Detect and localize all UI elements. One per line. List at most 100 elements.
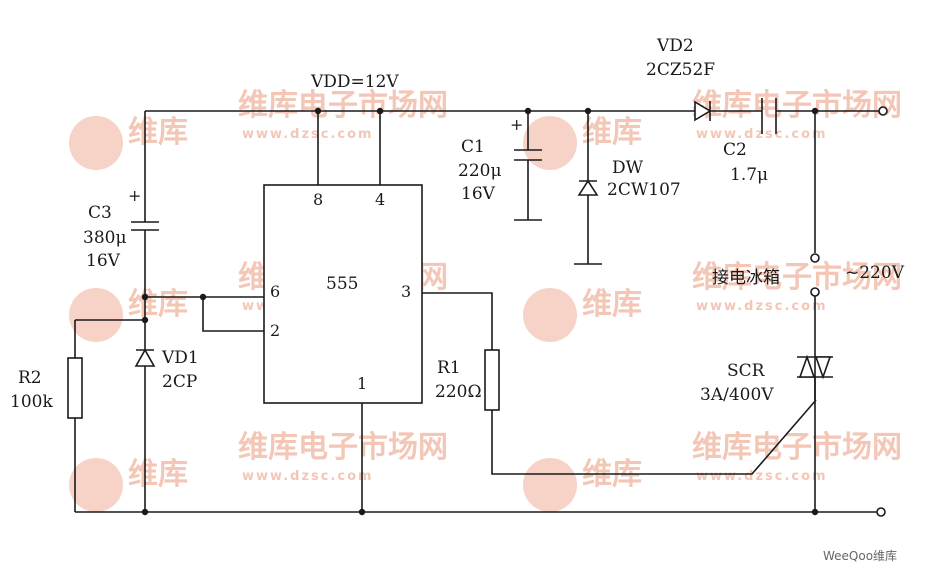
pin-label-3: 3 [401,282,411,301]
watermark-layer: 维库 维库电子市场网 www.dzsc.com 维库 维库电子市场网 www.d… [69,88,902,512]
vd1-part: 2CP [162,372,197,392]
dw-part: 2CW107 [607,180,681,200]
vdd-label: VDD=12V [310,72,399,92]
diode-triangle [134,348,156,367]
capacitor-c3: + [128,186,159,231]
scr-ref: SCR [727,361,766,381]
watermark-logo-icon [523,116,577,170]
c1-plus-sign: + [510,115,523,134]
diode-vd2 [694,100,712,122]
c2-value: 1.7μ [730,165,768,185]
junction-dot [584,107,592,115]
terminals [810,106,888,517]
r1-value: 220Ω [435,382,482,402]
scr-triangle [798,354,816,378]
watermark-url: www.dzsc.com [696,127,828,142]
c2-ref: C2 [723,140,747,160]
labels: VDD=12V ~220V C3 380μ 16V C1 220μ 16V C2… [10,36,905,412]
vd1-ref: VD1 [161,348,199,368]
capacitor-c1: + [510,115,542,161]
junctions [141,107,819,516]
watermark-4: 维库 维库电子市场网 www.dzsc.com [523,260,902,342]
ac-voltage-label: ~220V [845,263,905,283]
scr-rating: 3A/400V [700,385,774,405]
vd2-part: 2CZ52F [646,60,715,80]
junction-dot [376,107,384,115]
terminal-load-bottom [810,287,820,297]
c3-rating: 16V [86,251,121,271]
c3-ref: C3 [88,203,112,223]
terminal-ac-bottom [876,507,886,517]
dw-ref: DW [612,158,644,178]
r2-ref: R2 [18,368,42,388]
ic-body [263,184,423,404]
watermark-logo-icon [523,288,577,342]
zener-dw [577,179,599,196]
pin-label-4: 4 [375,190,385,209]
watermark-logo-text: 维库 [582,287,642,322]
junction-dot [811,508,819,516]
watermark-logo-icon [69,116,123,170]
c3-plus-sign: + [128,186,141,205]
c1-ref: C1 [461,137,485,157]
junction-dot [358,508,366,516]
corner-watermark: WeeQoo维库 [823,548,897,563]
r2-value: 100k [10,392,53,412]
junction-dot [141,293,149,301]
resistor-r2 [67,357,83,419]
load-label: 接电冰箱 [712,268,780,288]
watermark-logo-text: 维库 [128,115,188,150]
pin-label-6: 6 [270,282,280,301]
c1-value: 220μ [458,161,502,181]
junction-dot [524,107,532,115]
ic-name: 555 [326,274,358,294]
watermark-1: 维库 维库电子市场网 www.dzsc.com [69,88,448,170]
scr-triac [797,354,833,400]
terminal-load-top [810,253,820,263]
scr-triangle [814,356,832,380]
watermark-logo-text: 维库 [128,287,188,322]
watermark-brand-text: 维库电子市场网 [692,430,902,465]
watermark-5: 维库 维库电子市场网 www.dzsc.com [69,430,448,512]
pin-label-1: 1 [357,374,367,393]
vd2-ref: VD2 [656,36,694,56]
watermark-logo-text: 维库 [128,457,188,492]
junction-dot [314,107,322,115]
watermark-logo-text: 维库 [582,115,642,150]
pin2-wire [202,297,264,332]
c1-rating: 16V [461,184,496,204]
watermark-brand-text: 维库电子市场网 [238,88,448,123]
watermark-url: www.dzsc.com [696,469,828,484]
junction-dot [141,316,149,324]
watermark-logo-icon [523,458,577,512]
watermark-url: www.dzsc.com [242,469,374,484]
diode-vd1 [134,348,156,367]
junction-dot [811,107,819,115]
junction-dot [199,293,207,301]
watermark-brand-text: 维库电子市场网 [238,430,448,465]
watermark-logo-icon [69,458,123,512]
wiring [74,110,880,513]
watermark-url: www.dzsc.com [696,299,828,314]
ic-555: 555 8 4 6 2 3 1 [263,184,423,404]
resistor-r1 [484,349,500,411]
pin3-wire [422,292,493,350]
diode-triangle [694,100,712,122]
r1-ref: R1 [437,358,461,378]
junction-dot [141,508,149,516]
pin-label-2: 2 [270,321,280,340]
watermark-logo-icon [69,288,123,342]
terminal-ac-top [878,106,888,116]
gate-wire [491,399,817,475]
watermark-brand-text: 维库电子市场网 [692,88,902,123]
watermark-2: 维库 维库电子市场网 www.dzsc.com [523,88,902,170]
diode-triangle [577,179,599,196]
capacitor-c2 [761,98,777,134]
c3-value: 380μ [83,228,127,248]
pin-label-8: 8 [313,190,323,209]
watermark-brand-text: 维库电子市场网 [692,260,902,295]
watermark-url: www.dzsc.com [242,127,374,142]
watermark-6: 维库 维库电子市场网 www.dzsc.com [523,430,902,512]
